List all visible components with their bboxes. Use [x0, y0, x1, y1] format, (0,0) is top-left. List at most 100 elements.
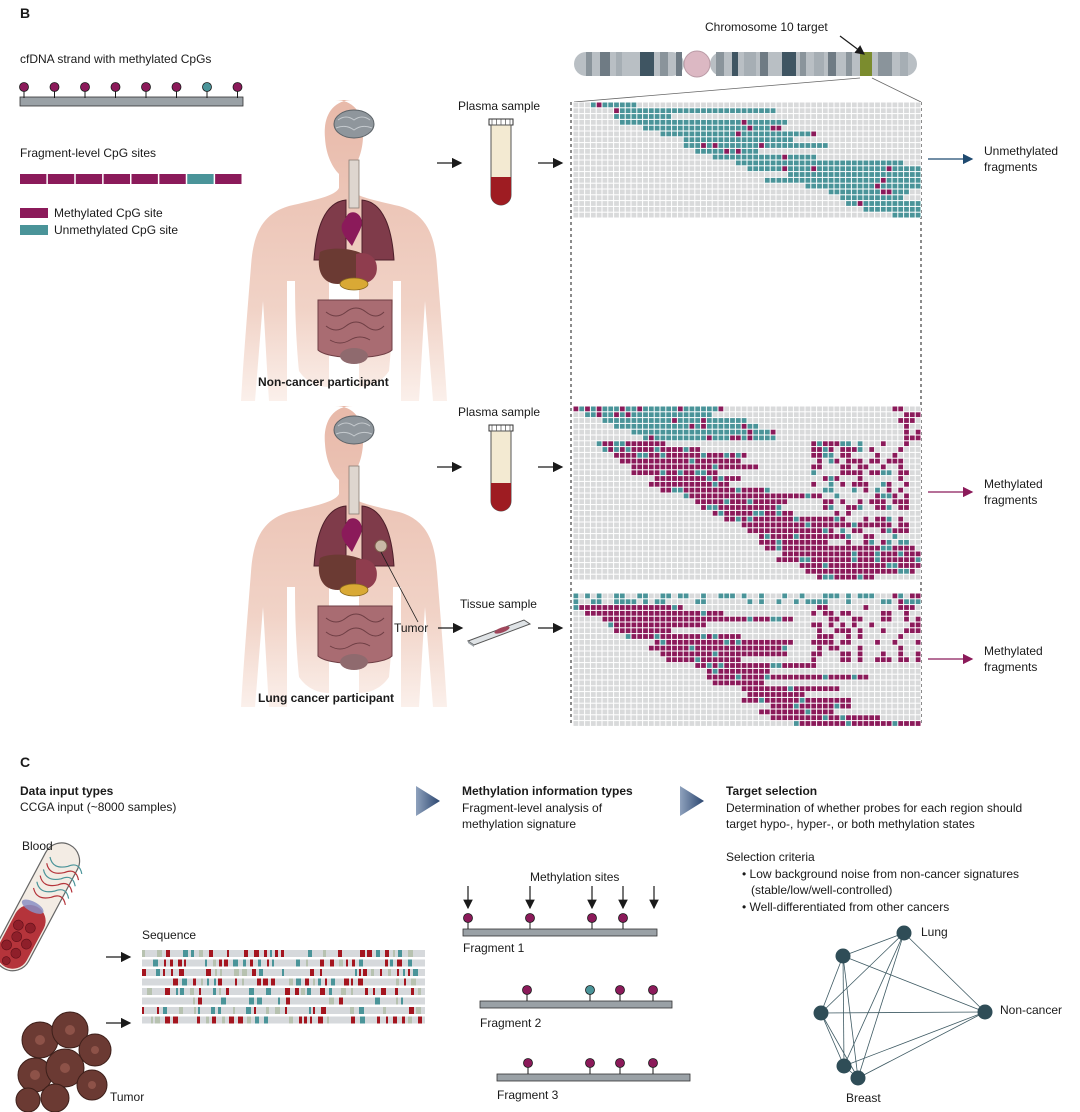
heatmap-cell	[730, 189, 735, 195]
heatmap-cell	[724, 616, 730, 622]
heatmap-cell	[817, 709, 822, 715]
heatmap-cell	[904, 528, 909, 534]
heatmap-cell	[625, 703, 631, 709]
heatmap-cell	[886, 212, 892, 218]
heatmap-cell	[805, 177, 811, 183]
heatmap-cell	[596, 131, 602, 137]
sequence-read-segment	[257, 997, 262, 1005]
heatmap-cell	[805, 447, 811, 452]
heatmap-cell	[834, 476, 840, 481]
heatmap-cell	[637, 563, 643, 568]
heatmap-cell	[788, 557, 793, 563]
heatmap-cell	[880, 709, 886, 715]
heatmap-cell	[677, 108, 683, 114]
heatmap-cell	[898, 412, 904, 418]
heatmap-cell	[701, 721, 706, 726]
heatmap-cell	[886, 423, 892, 429]
heatmap-cell	[695, 195, 701, 201]
heatmap-cell	[904, 160, 909, 166]
heatmap-cell	[880, 651, 886, 657]
heatmap-cell	[666, 616, 672, 622]
heatmap-cell	[718, 605, 724, 610]
heatmap-cell	[799, 563, 805, 568]
heatmap-cell	[840, 634, 846, 639]
heatmap-cell	[869, 102, 875, 108]
heatmap-cell	[851, 568, 857, 574]
heatmap-cell	[846, 680, 851, 686]
heatmap-cell	[840, 680, 846, 686]
heatmap-cell	[660, 189, 666, 195]
heatmap-cell	[585, 522, 590, 528]
heatmap-cell	[590, 528, 596, 534]
heatmap-cell	[776, 628, 782, 634]
heatmap-cell	[776, 441, 782, 447]
heatmap-cell	[840, 639, 846, 645]
heatmap-cell	[880, 154, 886, 160]
heatmap-cell	[747, 534, 753, 539]
heatmap-cell	[643, 166, 648, 172]
heatmap-cell	[648, 470, 654, 476]
heatmap-cell	[840, 195, 846, 201]
heatmap-cell	[735, 464, 741, 470]
heatmap-cell	[619, 545, 625, 551]
heatmap-cell	[764, 429, 770, 435]
heatmap-cell	[718, 539, 724, 545]
heatmap-cell	[701, 534, 706, 539]
heatmap-cell	[718, 715, 724, 721]
heatmap-cell	[608, 505, 614, 510]
heatmap-cell	[631, 510, 637, 516]
heatmap-cell	[579, 119, 585, 125]
heatmap-cell	[602, 545, 608, 551]
heatmap-cell	[811, 423, 817, 429]
heatmap-cell	[886, 628, 892, 634]
heatmap-cell	[683, 119, 689, 125]
heatmap-cell	[608, 148, 614, 154]
heatmap-cell	[782, 522, 788, 528]
heatmap-cell	[654, 148, 660, 154]
heatmap-cell	[590, 639, 596, 645]
heatmap-cell	[817, 499, 822, 505]
heatmap-cell	[840, 628, 846, 634]
heatmap-cell	[851, 522, 857, 528]
heatmap-cell	[811, 639, 817, 645]
heatmap-cell	[689, 441, 695, 447]
heatmap-cell	[735, 605, 741, 610]
heatmap-cell	[886, 663, 892, 668]
heatmap-cell	[892, 493, 898, 499]
heatmap-cell	[834, 406, 840, 412]
heatmap-cell	[834, 505, 840, 510]
heatmap-cell	[869, 651, 875, 657]
heatmap-cell	[666, 206, 672, 212]
heatmap-cell	[875, 481, 880, 487]
heatmap-cell	[840, 481, 846, 487]
heatmap-cell	[799, 616, 805, 622]
heatmap-cell	[683, 610, 689, 616]
heatmap-cell	[892, 657, 898, 663]
heatmap-cell	[776, 686, 782, 692]
heatmap-cell	[672, 487, 677, 493]
heatmap-cell	[915, 487, 921, 493]
heatmap-cell	[648, 686, 654, 692]
heatmap-cell	[892, 464, 898, 470]
heatmap-cell	[782, 593, 788, 599]
sequence-read-segment	[404, 978, 406, 986]
heatmap-cell	[817, 125, 822, 131]
heatmap-cell	[834, 692, 840, 697]
tumor-pointer-line	[380, 551, 419, 623]
heatmap-cell	[614, 108, 619, 114]
heatmap-cell	[776, 657, 782, 663]
heatmap-cell	[724, 668, 730, 674]
heatmap-cell	[724, 692, 730, 697]
heatmap-non-cancer	[573, 102, 921, 218]
heatmap-cell	[718, 499, 724, 505]
heatmap-cell	[573, 516, 579, 522]
heatmap-cell	[817, 593, 822, 599]
heatmap-cell	[741, 686, 747, 692]
heatmap-cell	[643, 522, 648, 528]
heatmap-cell	[602, 645, 608, 651]
heatmap-cell	[608, 510, 614, 516]
heatmap-cell	[834, 651, 840, 657]
heatmap-cell	[712, 651, 718, 657]
sequence-read-segment	[310, 1016, 312, 1024]
heatmap-cell	[834, 470, 840, 476]
